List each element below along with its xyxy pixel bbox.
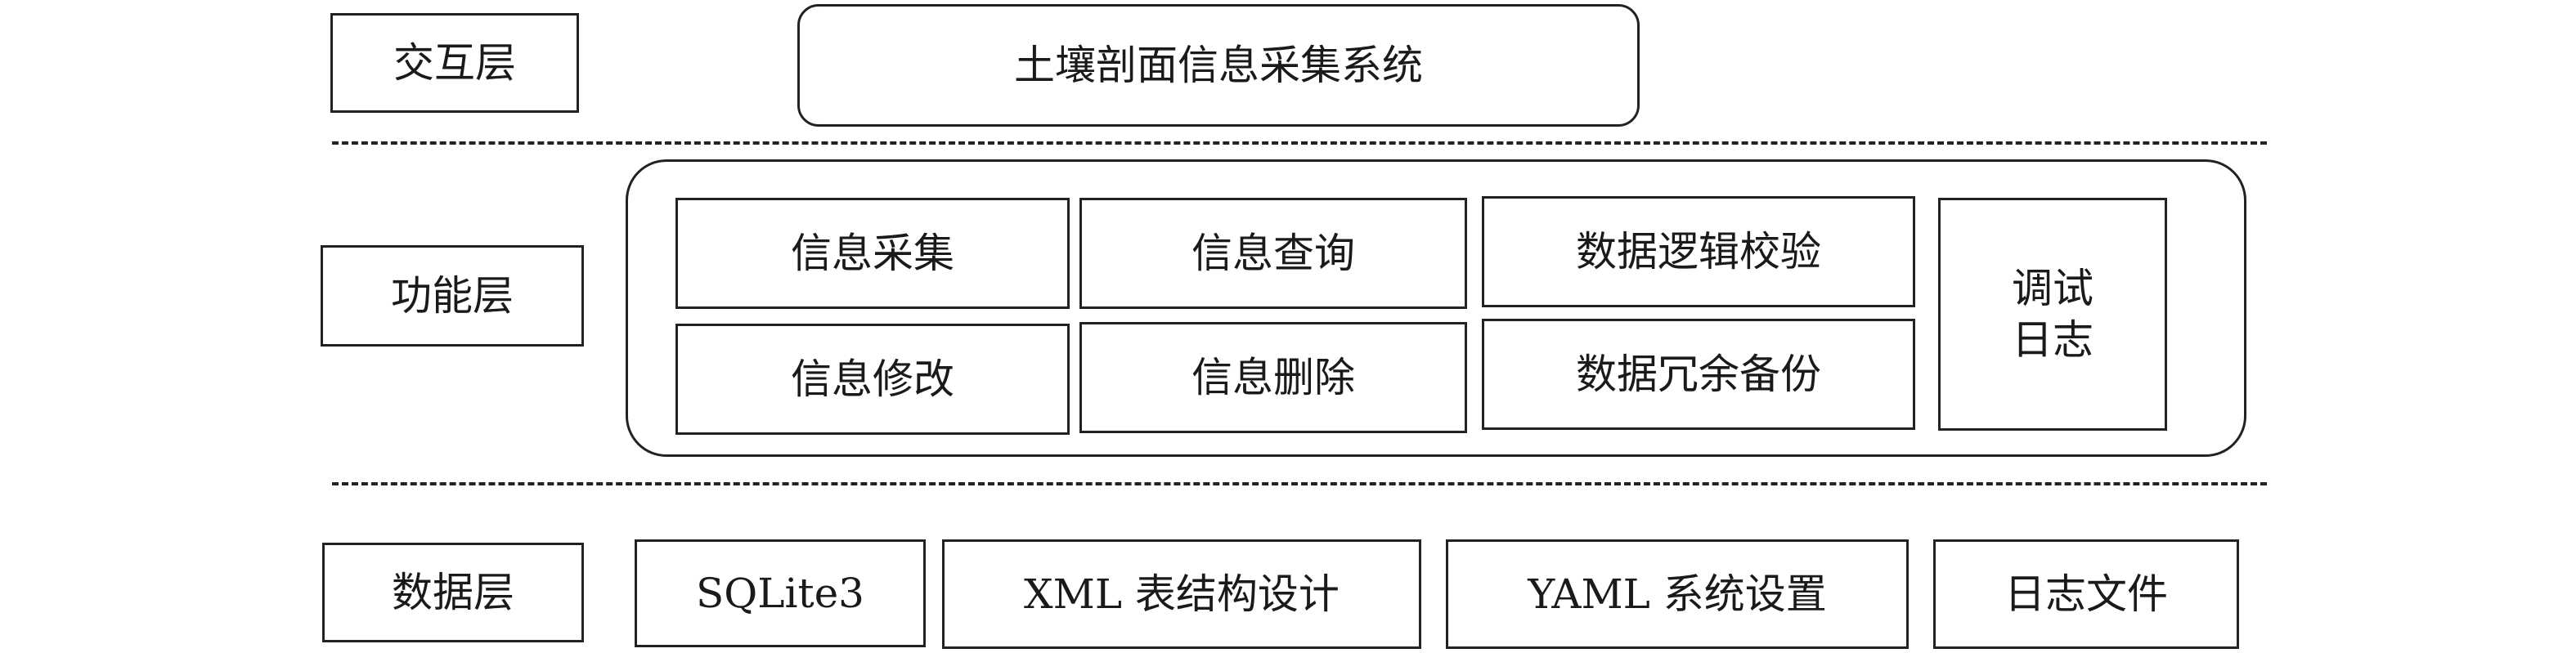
system-title-box: 土壤剖面信息采集系统	[797, 4, 1640, 127]
module-debug-log-line1: 调试	[2012, 265, 2094, 312]
data-item-yaml-settings: YAML 系统设置	[1446, 539, 1909, 649]
module-info-collection: 信息采集	[675, 198, 1070, 309]
module-info-query: 信息查询	[1079, 198, 1467, 309]
module-debug-log: 调试 日志	[1938, 198, 2167, 431]
module-data-redundancy-backup: 数据冗余备份	[1482, 319, 1915, 430]
layer-divider-top	[332, 141, 2267, 145]
module-info-modify: 信息修改	[675, 324, 1070, 435]
module-debug-log-line2: 日志	[2012, 315, 2094, 364]
layer-label-function: 功能层	[321, 245, 584, 347]
data-item-sqlite3: SQLite3	[635, 539, 926, 647]
data-item-xml-schema: XML 表结构设计	[942, 539, 1421, 649]
layer-label-data: 数据层	[322, 543, 584, 642]
data-item-log-file: 日志文件	[1933, 539, 2239, 649]
module-data-logic-check: 数据逻辑校验	[1482, 196, 1915, 307]
module-info-delete: 信息删除	[1079, 322, 1467, 433]
layer-divider-bottom	[332, 482, 2267, 485]
layer-label-interaction: 交互层	[330, 13, 579, 113]
